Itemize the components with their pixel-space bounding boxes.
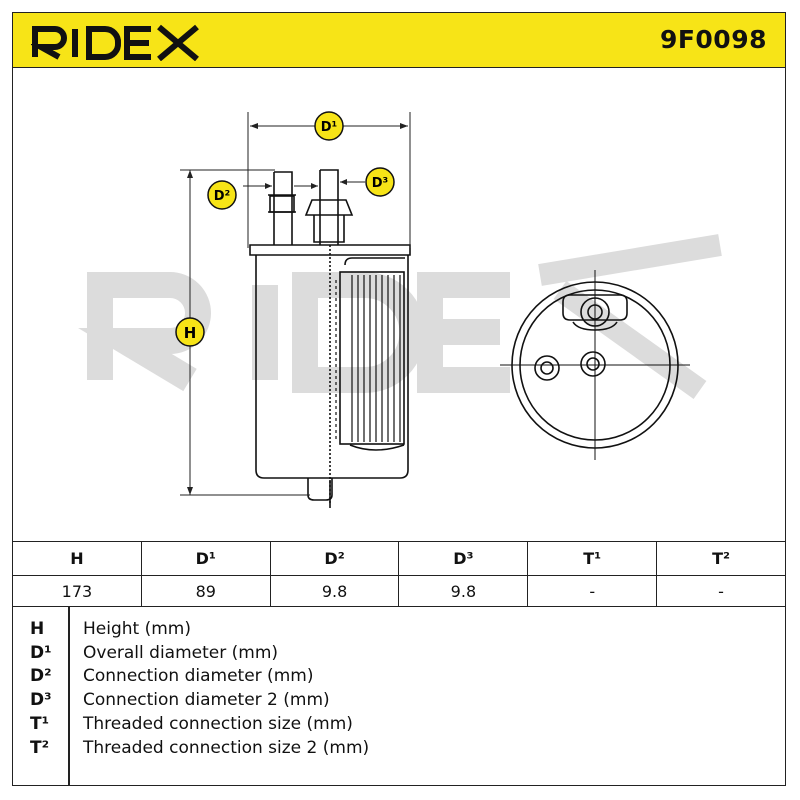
legend-description: Threaded connection size 2 (mm) <box>83 738 370 758</box>
label-d2: D² <box>207 180 237 210</box>
legend-symbol: D¹ <box>30 643 52 663</box>
legend-item: D¹ Overall diameter (mm) <box>12 643 786 667</box>
spec-value-t2: - <box>656 575 786 607</box>
legend-item: D³ Connection diameter 2 (mm) <box>12 690 786 714</box>
legend-symbol: D³ <box>30 690 52 710</box>
filter-element-pleats <box>335 275 401 442</box>
legend-description: Connection diameter 2 (mm) <box>83 690 330 710</box>
filter-side-view <box>249 169 411 508</box>
spec-header-d2: D² <box>269 541 400 576</box>
legend-item: D² Connection diameter (mm) <box>12 666 786 690</box>
svg-text:D³: D³ <box>372 176 389 191</box>
legend-item: T² Threaded connection size 2 (mm) <box>12 738 786 762</box>
spec-value-t1: - <box>527 575 658 607</box>
spec-header-d1: D¹ <box>140 541 271 576</box>
label-d3: D³ <box>365 167 395 197</box>
spec-header-t2: T² <box>656 541 786 576</box>
label-h: H <box>175 317 205 347</box>
spec-table: H D¹ D² D³ T¹ T² 173 89 9.8 9.8 - - <box>12 541 786 607</box>
filter-top-view <box>500 270 690 460</box>
spec-value-d1: 89 <box>140 575 271 607</box>
label-d1: D¹ <box>314 111 344 141</box>
dimension-arrows <box>187 123 408 495</box>
legend-item: H Height (mm) <box>12 619 786 643</box>
svg-text:D²: D² <box>214 189 231 204</box>
legend-symbol: T² <box>30 738 50 758</box>
legend-item: T¹ Threaded connection size (mm) <box>12 714 786 738</box>
spec-header-h: H <box>12 541 142 576</box>
spec-value-row: 173 89 9.8 9.8 - - <box>12 575 786 607</box>
ridex-logo <box>31 24 199 61</box>
legend-divider <box>68 607 70 786</box>
filter-diagram: D¹ D² D³ H <box>78 111 722 508</box>
spec-header-t1: T¹ <box>527 541 658 576</box>
header-bar: 9F0098 <box>12 12 786 68</box>
spec-value-d2: 9.8 <box>269 575 400 607</box>
svg-text:D¹: D¹ <box>321 120 338 135</box>
part-number: 9F0098 <box>659 25 767 54</box>
legend-description: Overall diameter (mm) <box>83 643 279 663</box>
legend-symbol: H <box>30 619 45 639</box>
legend-symbol: T¹ <box>30 714 50 734</box>
spec-value-h: 173 <box>12 575 142 607</box>
spec-value-d3: 9.8 <box>398 575 529 607</box>
ridex-watermark <box>78 234 722 399</box>
legend-symbol: D² <box>30 666 52 686</box>
spec-header-d3: D³ <box>398 541 529 576</box>
svg-text:H: H <box>184 324 197 342</box>
legend: H Height (mm) D¹ Overall diameter (mm) D… <box>12 607 786 786</box>
legend-description: Threaded connection size (mm) <box>83 714 353 734</box>
legend-description: Height (mm) <box>83 619 191 639</box>
spec-header-row: H D¹ D² D³ T¹ T² <box>12 541 786 576</box>
legend-description: Connection diameter (mm) <box>83 666 314 686</box>
